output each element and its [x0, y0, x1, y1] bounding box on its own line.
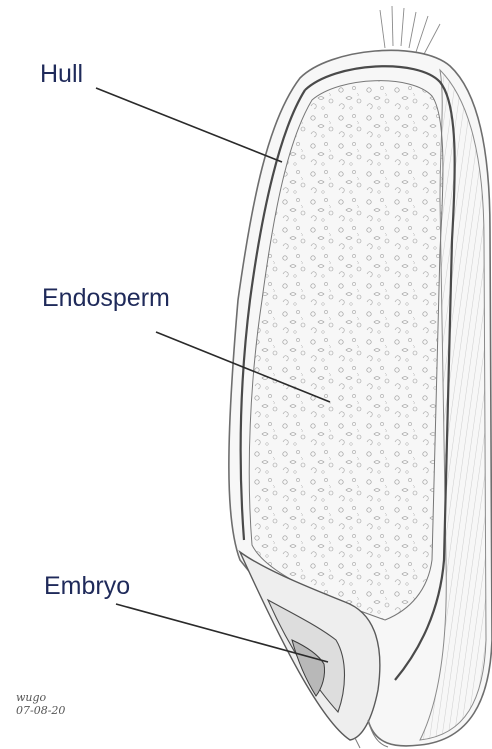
awn-bristles: [380, 6, 440, 56]
hull-label: Hull: [40, 62, 83, 87]
signature-date: 07-08-20: [16, 705, 65, 718]
signature-name: wugo: [16, 692, 65, 705]
hull-leader-line: [96, 88, 282, 162]
artist-signature: wugo 07-08-20: [16, 692, 65, 717]
endosperm-label: Endosperm: [42, 286, 170, 311]
embryo-label: Embryo: [44, 574, 130, 599]
